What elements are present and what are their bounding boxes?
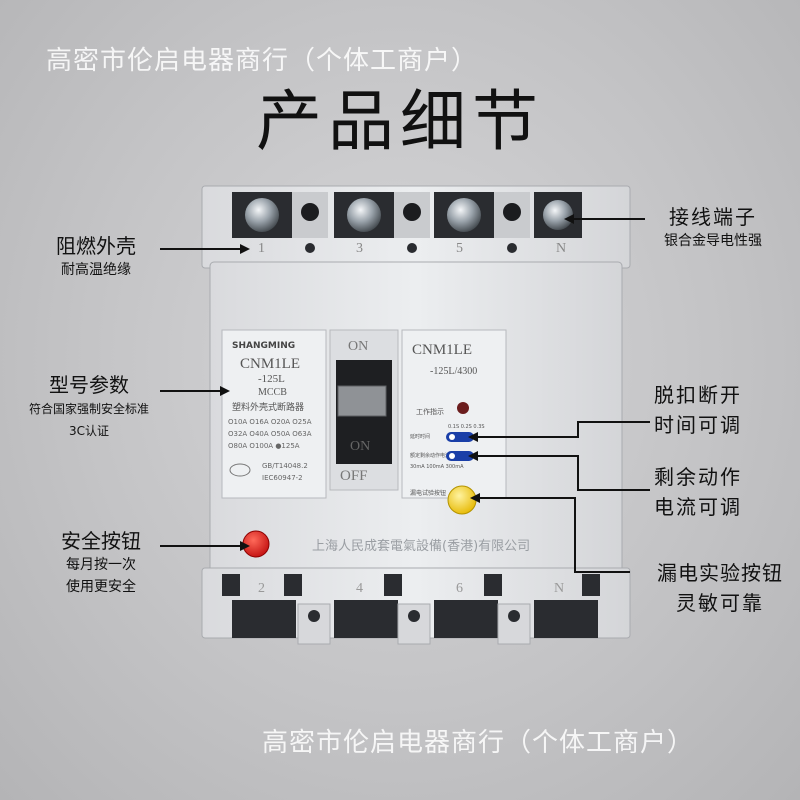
test-label: 漏电试验按钮	[410, 489, 446, 497]
bottom-terminals	[222, 574, 600, 645]
brand-logo: SHANGMING	[232, 341, 295, 351]
callout-residual-line1: 剩余动作	[654, 465, 742, 489]
callout-terminal-title: 接线端子	[669, 205, 757, 229]
terminal-number-5: 5	[456, 241, 463, 256]
toggle-lever[interactable]	[337, 385, 387, 417]
leak-test-button[interactable]	[447, 485, 477, 515]
rating-line-2: O32A O40A O50A O63A	[228, 430, 312, 438]
safety-button[interactable]	[242, 530, 270, 558]
model-right-sub: -125L/4300	[430, 366, 477, 377]
callout-trip-line2: 时间可调	[654, 413, 742, 437]
bottom-number-2: 2	[258, 581, 265, 596]
callout-residual-current: 剩余动作 电流可调	[654, 462, 742, 522]
callout-safety-title: 安全按钮	[61, 529, 141, 553]
callout-flame-retardant-shell: 阻燃外壳 耐高温绝缘	[56, 233, 136, 281]
callout-leak-line1: 漏电实验按钮	[657, 561, 783, 585]
terminal-number-3: 3	[356, 241, 363, 256]
callout-safety-sub1: 每月按一次	[66, 557, 136, 573]
lever-on-label: ON	[350, 439, 370, 454]
bottom-number-6: 6	[456, 581, 463, 596]
bottom-number-4: 4	[356, 581, 363, 596]
terminal-number-1: 1	[258, 241, 265, 256]
callout-safety-sub2: 使用更安全	[66, 579, 136, 595]
callout-arrowheads	[220, 214, 574, 551]
terminal-number-n: N	[556, 241, 566, 256]
off-label: OFF	[340, 468, 368, 484]
work-indicator-label: 工作指示	[416, 407, 444, 416]
dial2-label: 额定剩余动作电流	[410, 452, 450, 459]
callout-lines	[160, 218, 650, 573]
maker-text: 上海人民成套電氣設備(香港)有限公司	[312, 538, 530, 554]
ccc-mark	[229, 463, 251, 477]
model-left-sub: -125L	[258, 373, 285, 385]
right-label-panel	[401, 329, 507, 499]
model-left: CNM1LE	[240, 356, 300, 372]
on-label: ON	[348, 339, 368, 354]
callout-model-title: 型号参数	[49, 373, 129, 397]
callout-leak-test-button: 漏电实验按钮 灵敏可靠	[640, 558, 800, 618]
model-right: CNM1LE	[412, 342, 472, 358]
dial1-label: 延时时间	[410, 433, 430, 440]
standard-1: GB/T14048.2	[262, 462, 308, 470]
left-label-panel	[221, 329, 327, 499]
bottom-number-n: N	[554, 581, 564, 596]
callout-shell-title: 阻燃外壳	[56, 234, 136, 258]
top-terminals	[232, 192, 582, 253]
work-indicator-lamp	[457, 402, 469, 414]
watermark-top: 高密市伦启电器商行（个体工商户）	[46, 46, 479, 76]
callout-model-sub2: 3C认证	[68, 424, 109, 438]
callout-leak-line2: 灵敏可靠	[676, 591, 764, 615]
callout-safety-button: 安全按钮 每月按一次 使用更安全	[46, 528, 156, 598]
callout-model-sub1: 符合国家强制安全标准	[28, 402, 149, 416]
watermark-bottom: 高密市伦启电器商行（个体工商户）	[262, 728, 695, 758]
callout-trip-line1: 脱扣断开	[654, 383, 742, 407]
dial2-values: 30mA 100mA 300mA	[410, 464, 464, 470]
callout-residual-line2: 电流可调	[654, 495, 742, 519]
rating-line-3: O80A O100A ●125A	[228, 442, 300, 450]
type-text: 塑料外壳式断路器	[232, 401, 304, 413]
callout-model-parameters: 型号参数 符合国家强制安全标准 3C认证	[14, 372, 164, 442]
callout-terminal-sub: 银合金导电性强	[664, 233, 762, 249]
callout-trip-time: 脱扣断开 时间可调	[654, 380, 742, 440]
dial-values: 0.1S 0.2S 0.3S	[448, 424, 485, 430]
mccb-label: MCCB	[258, 387, 287, 398]
rating-line-1: O10A O16A O20A O25A	[228, 418, 312, 426]
standard-2: IEC60947-2	[262, 474, 303, 482]
callout-shell-sub: 耐高温绝缘	[61, 262, 131, 278]
callout-wiring-terminal: 接线端子 银合金导电性强	[648, 204, 778, 252]
page-title: 产品细节	[256, 83, 544, 160]
